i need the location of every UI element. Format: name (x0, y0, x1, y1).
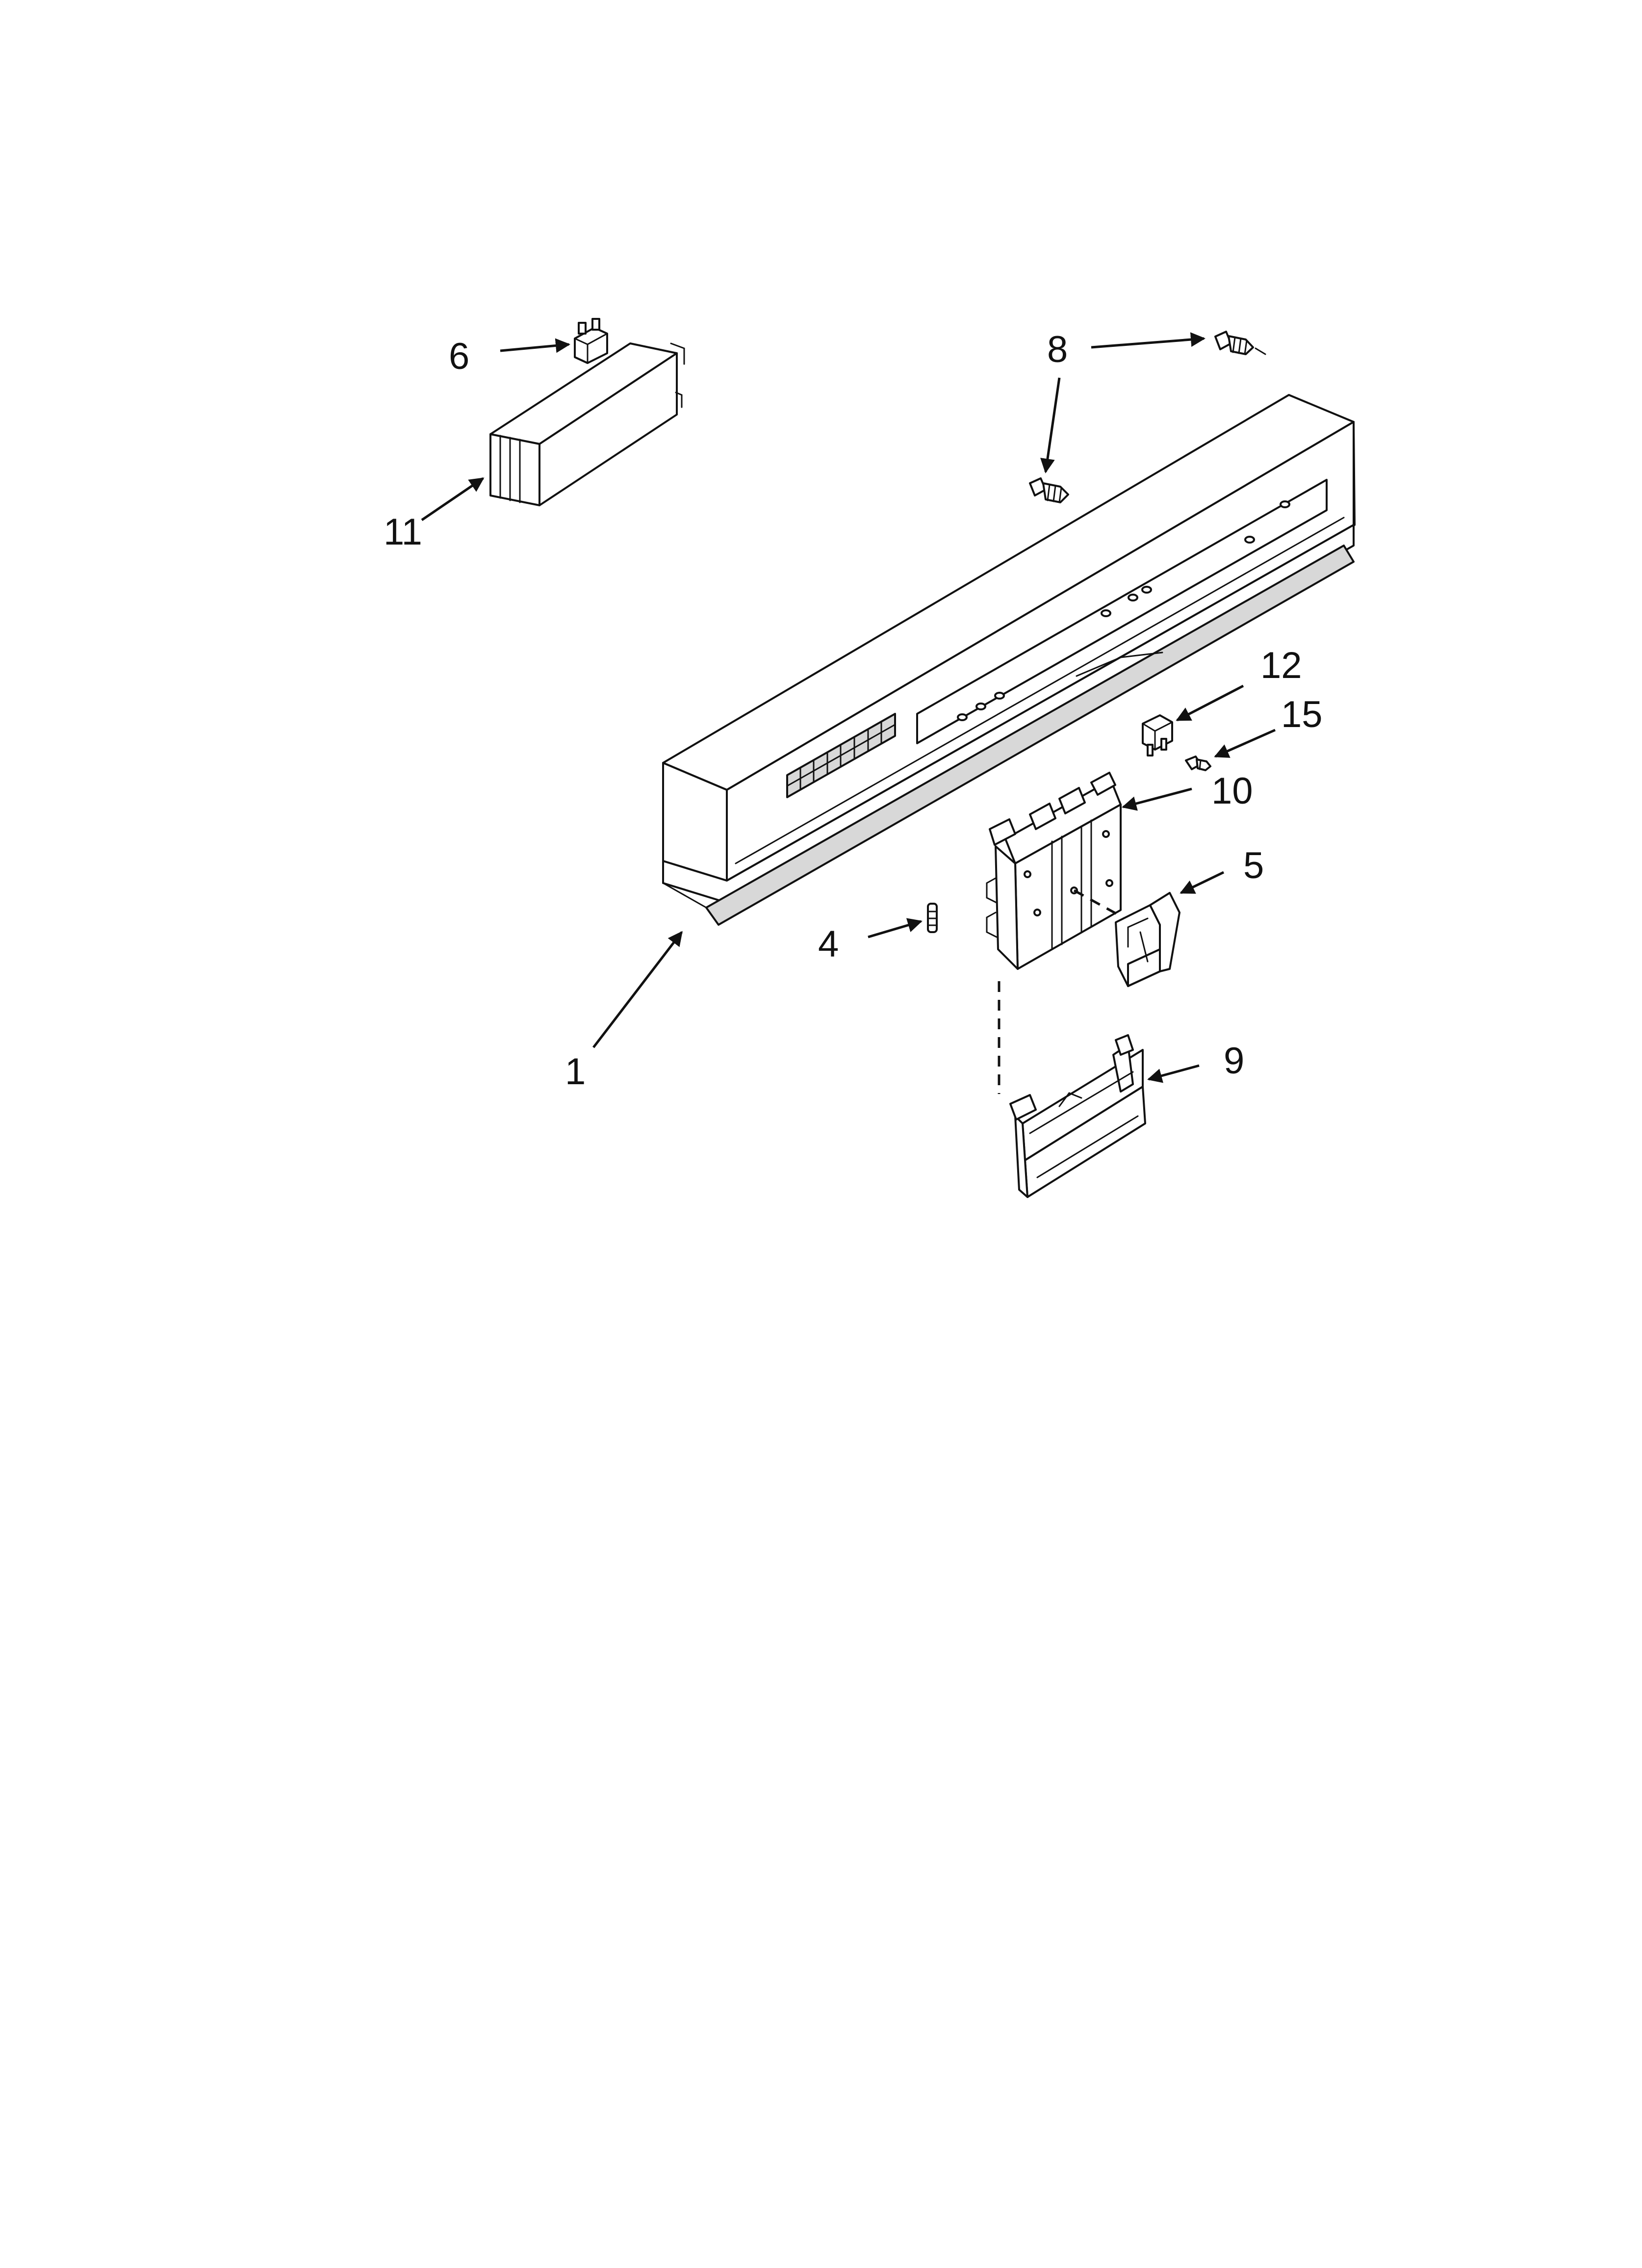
callout-11: 11 (384, 511, 422, 553)
leader-arrows (421, 332, 1276, 1083)
callout-12: 12 (1260, 645, 1302, 686)
screw-hole-hint (1255, 347, 1266, 355)
leader-5 (1180, 871, 1225, 894)
leader-8-lower (1040, 377, 1061, 473)
callout-10: 10 (1211, 770, 1253, 812)
assembly-dashed-line-10-5 (1073, 889, 1124, 919)
part-5-bracket (1115, 892, 1180, 987)
part-11-control-housing (489, 342, 685, 506)
callout-9: 9 (1224, 1040, 1244, 1082)
indicator-lights (957, 500, 1290, 721)
part-15-screw (1185, 756, 1211, 771)
leader-6 (500, 338, 570, 353)
part-8-screw-lower (1029, 477, 1069, 503)
callout-15: 15 (1281, 694, 1323, 735)
callout-labels: 6 11 8 12 15 10 5 4 9 1 (384, 329, 1323, 1093)
part-6-clip (574, 318, 608, 364)
part-10-bracket (986, 772, 1122, 970)
callout-6: 6 (449, 336, 469, 377)
part-9-bracket (1009, 1034, 1146, 1198)
leader-12 (1176, 684, 1244, 722)
leader-8-upper (1091, 332, 1206, 349)
part-12-connector (1142, 714, 1173, 756)
callout-4: 4 (818, 923, 839, 965)
keypad-buttons (786, 713, 896, 798)
leader-15 (1214, 729, 1276, 758)
part-4-pin (927, 903, 938, 933)
leader-10 (1122, 787, 1192, 811)
leader-4 (868, 918, 923, 938)
callout-5: 5 (1243, 845, 1264, 886)
leader-11 (421, 477, 485, 521)
leader-1 (592, 931, 683, 1048)
part-8-screw-upper (1214, 331, 1254, 355)
callout-1: 1 (565, 1051, 586, 1093)
leader-9 (1147, 1064, 1200, 1083)
part-1-control-panel (662, 394, 1356, 926)
callout-8: 8 (1047, 329, 1068, 370)
